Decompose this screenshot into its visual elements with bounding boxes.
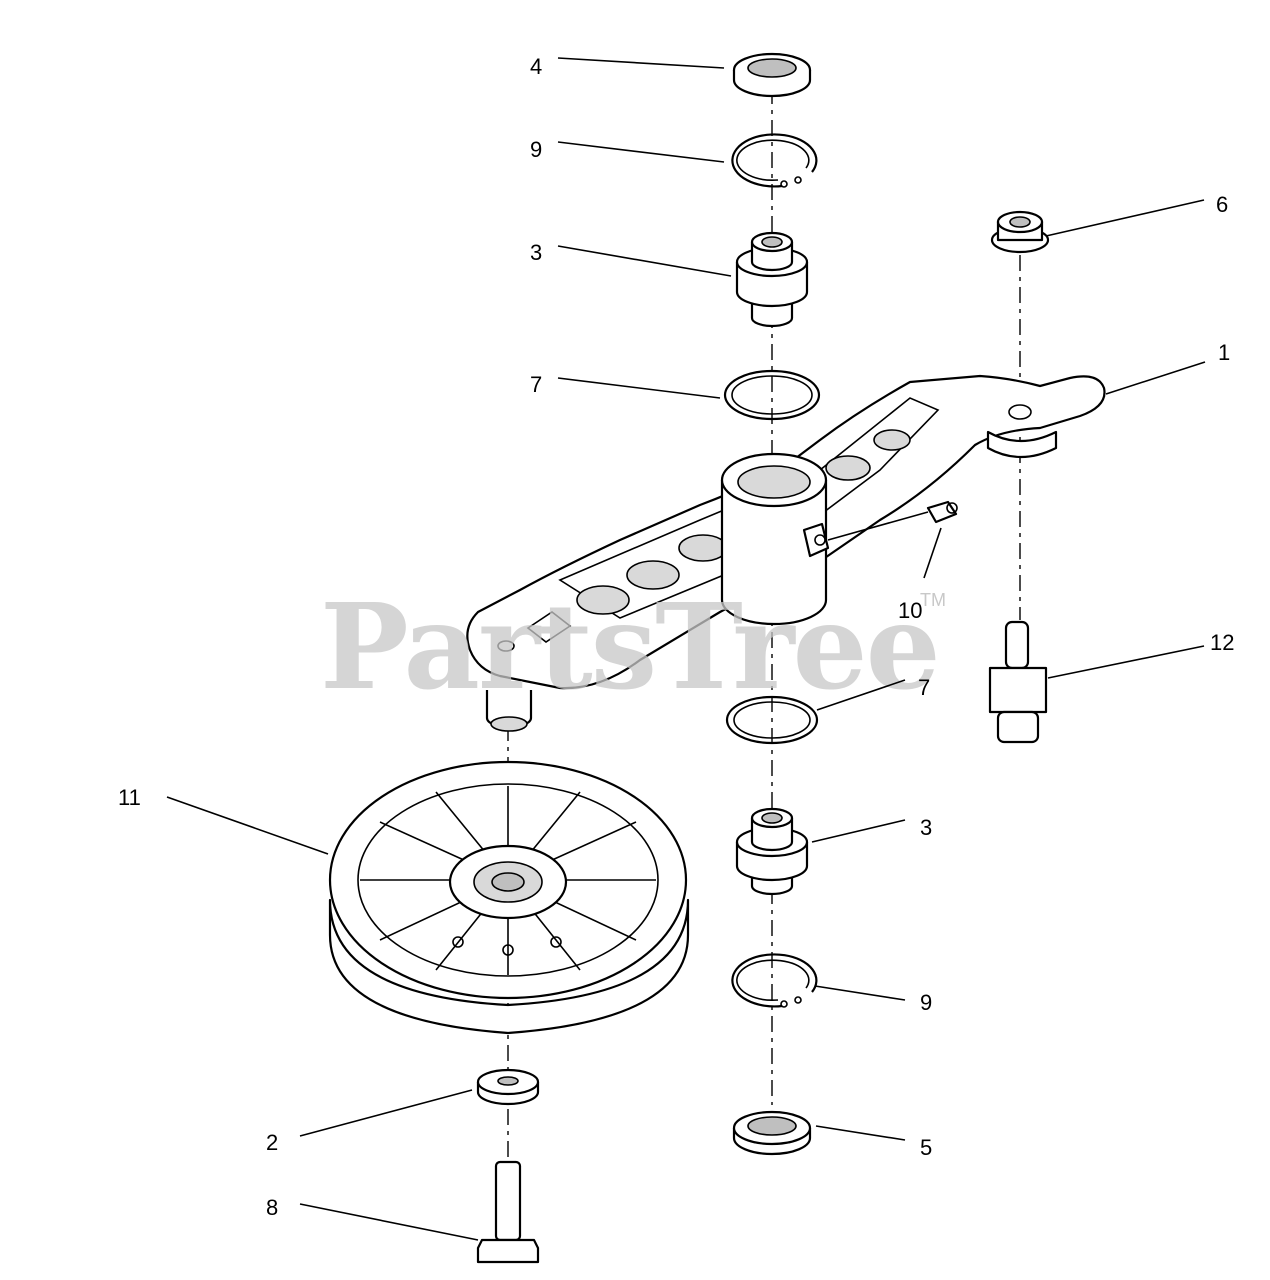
part-10-grease-fitting[interactable]	[926, 500, 958, 524]
part-12-stud[interactable]	[988, 620, 1048, 744]
part-9-retaining-ring-bottom[interactable]	[731, 953, 818, 1008]
callout-3-bottom: 3	[920, 815, 932, 840]
part-5-seal[interactable]	[732, 1110, 812, 1156]
part-1-idler-arm[interactable]	[466, 374, 1106, 732]
svg-text:PartsTree: PartsTree	[320, 577, 939, 716]
part-7-o-ring-bottom[interactable]	[725, 695, 819, 745]
part-9-retaining-ring-top[interactable]	[731, 133, 818, 188]
watermark: PartsTree TM	[320, 577, 946, 716]
callout-3-top: 3	[530, 240, 542, 265]
part-2-washer[interactable]	[476, 1068, 540, 1106]
callout-7-top: 7	[530, 372, 542, 397]
callout-9-bottom: 9	[920, 990, 932, 1015]
part-7-o-ring-top[interactable]	[723, 369, 821, 421]
callout-2: 2	[266, 1130, 278, 1155]
part-3-bearing-bottom[interactable]	[735, 807, 809, 896]
callout-6: 6	[1216, 192, 1228, 217]
part-11-pulley[interactable]	[328, 760, 690, 1035]
part-4-seal[interactable]	[732, 52, 812, 98]
part-6-flange-nut[interactable]	[990, 210, 1050, 254]
leader-lines	[166, 57, 1206, 1241]
part-3-bearing-top[interactable]	[735, 231, 809, 328]
svg-text:TM: TM	[920, 590, 946, 610]
callout-11: 11	[118, 785, 141, 810]
callout-labels: 4 9 3 7 6 1 10 12 7 11 3 9 2 5 8	[118, 54, 1234, 1220]
callout-8: 8	[266, 1195, 278, 1220]
callout-5: 5	[920, 1135, 932, 1160]
callout-4: 4	[530, 54, 542, 79]
callout-12: 12	[1210, 630, 1234, 655]
callout-1: 1	[1218, 340, 1230, 365]
callout-7-bottom: 7	[918, 675, 930, 700]
callout-9-top: 9	[530, 137, 542, 162]
part-8-bolt[interactable]	[476, 1160, 540, 1264]
callout-10: 10	[898, 598, 922, 623]
